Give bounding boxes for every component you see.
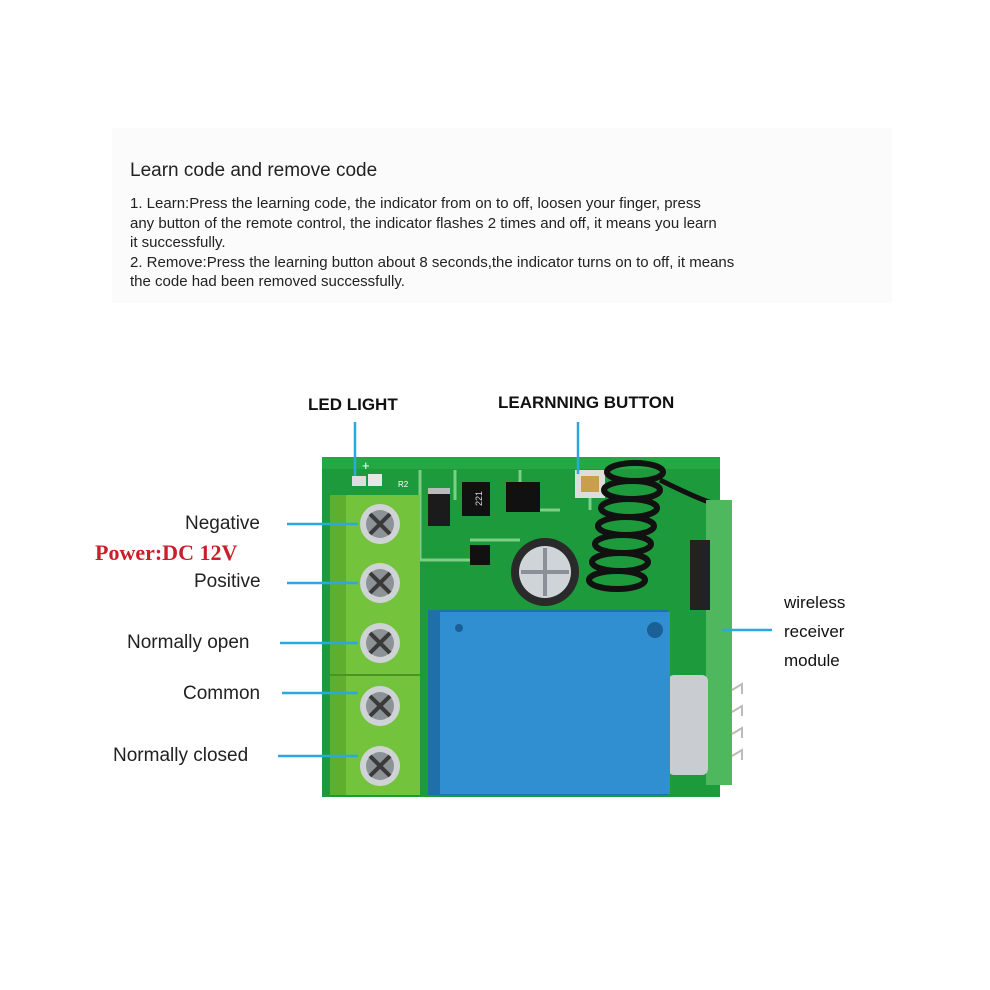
receiver-module-pcb <box>706 500 732 785</box>
instruction-line: any button of the remote control, the in… <box>130 214 717 232</box>
diode-band <box>428 488 450 494</box>
wireless-label-line: wireless <box>784 593 846 612</box>
instruction-line: 1. Learn:Press the learning code, the in… <box>130 195 701 212</box>
relay-component <box>440 612 670 794</box>
instruction-body: 1. Learn:Press the learning code, the in… <box>130 194 850 292</box>
diode-component <box>428 488 450 526</box>
led-component <box>352 476 366 486</box>
terminal-screw <box>360 746 400 786</box>
learning-button-label: LEARNNING BUTTON <box>498 393 675 412</box>
instruction-title: Learn code and remove code <box>130 160 378 181</box>
ic-221 <box>462 482 490 516</box>
plus-mark: + <box>362 458 370 473</box>
regulator-component <box>506 482 540 512</box>
wireless-receiver-label: wireless receiver module <box>784 588 845 675</box>
wireless-label-line: module <box>784 651 840 670</box>
normally-open-label: Normally open <box>127 632 250 653</box>
instruction-line: the code had been removed successfully. <box>130 273 405 290</box>
leader-lines <box>278 422 772 758</box>
instruction-line: it successfully. <box>130 234 226 251</box>
capacitor-cross <box>521 548 569 596</box>
normally-closed-label: Normally closed <box>113 745 249 766</box>
negative-label: Negative <box>185 513 260 534</box>
terminal-screw <box>360 504 400 544</box>
learning-button-cap <box>581 476 599 492</box>
positive-label: Positive <box>194 571 261 592</box>
ic-221-mark: 221 <box>474 491 484 506</box>
power-label: Power:DC 12V <box>95 540 238 565</box>
instruction-panel <box>112 128 892 303</box>
r2-mark: R2 <box>398 480 409 489</box>
relay-dot <box>455 624 463 632</box>
terminal-screw <box>360 563 400 603</box>
module-pins <box>731 682 743 760</box>
terminal-screws <box>360 504 400 786</box>
led-light-label: LED LIGHT <box>308 395 398 414</box>
module-chip <box>690 540 710 610</box>
wireless-label-line: receiver <box>784 622 845 641</box>
terminal-screw <box>360 686 400 726</box>
crystal-component <box>668 675 708 775</box>
resistor-component <box>368 474 382 486</box>
terminal-screw <box>360 623 400 663</box>
relay-dot <box>647 622 663 638</box>
instruction-line: 2. Remove:Press the learning button abou… <box>130 253 735 271</box>
common-label: Common <box>183 683 261 704</box>
transistor-component <box>470 545 490 565</box>
